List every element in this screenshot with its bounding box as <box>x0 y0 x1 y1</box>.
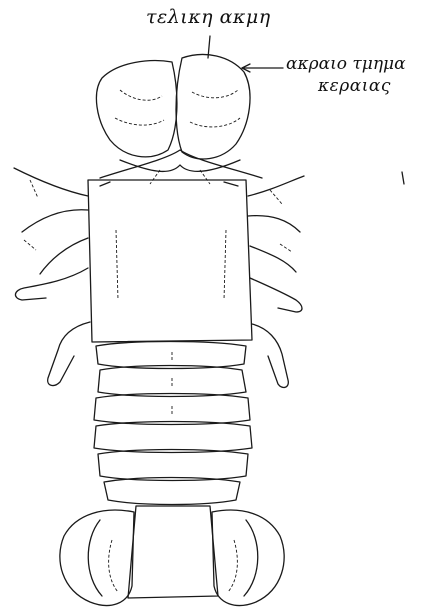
label-antenna-tip-line1: ακραιο τμημα <box>286 54 406 74</box>
antenna-plate-right <box>176 54 250 159</box>
legs-left <box>14 168 90 385</box>
legs-right <box>248 176 304 387</box>
antenna-plate-left <box>96 61 176 157</box>
label-antenna-tip-line2: κεραιας <box>318 76 391 96</box>
pointer-arrow <box>242 64 283 72</box>
head-region <box>100 150 262 184</box>
label-terminal-edge: τελικη ακμη <box>146 6 271 28</box>
carapace <box>88 180 252 342</box>
abdomen <box>94 342 252 505</box>
tail-fan <box>60 506 284 605</box>
stray-mark <box>402 172 404 184</box>
